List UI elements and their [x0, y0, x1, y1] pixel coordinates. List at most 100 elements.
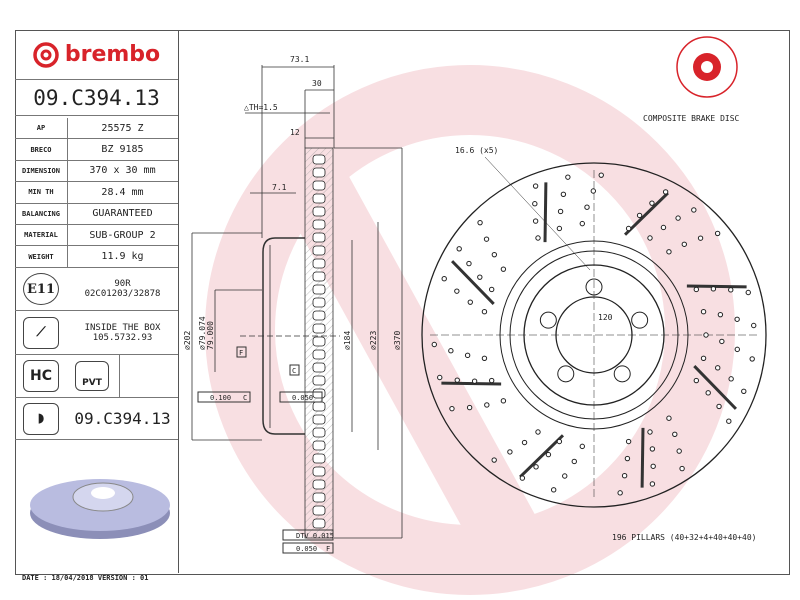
spec-value: 28.4 mm — [101, 186, 144, 198]
slot — [693, 364, 737, 410]
approval-code: 90R — [114, 279, 131, 289]
drill-hole — [700, 309, 707, 315]
spec-value: 25575 Z — [101, 122, 144, 134]
vane — [312, 206, 326, 217]
drill-hole — [734, 316, 740, 322]
drill-hole — [579, 443, 585, 450]
bolt-hole — [631, 311, 649, 329]
datum-f: F — [239, 349, 243, 357]
vane — [312, 388, 326, 399]
spec-row: AP 25575 Z — [15, 118, 178, 140]
drill-hole — [477, 274, 483, 280]
spec-label: AP — [15, 118, 68, 139]
spec-value: 11.9 kg — [101, 251, 144, 263]
drill-hole — [693, 286, 700, 293]
drill-hole — [521, 439, 528, 446]
drill-hole — [532, 201, 538, 207]
vane — [312, 336, 326, 347]
badges-row: HC PVT — [15, 355, 178, 398]
slot — [686, 284, 747, 289]
drill-hole — [726, 418, 732, 424]
drill-hole — [448, 348, 454, 354]
vane — [312, 479, 326, 490]
drill-hole — [532, 218, 539, 224]
drill-hole — [672, 431, 678, 437]
drill-hole — [467, 299, 473, 305]
vane — [312, 427, 326, 438]
drill-hole — [666, 249, 672, 255]
drill-hole — [466, 260, 472, 267]
drill-hole — [717, 311, 724, 318]
spec-row: BRECO BZ 9185 — [15, 139, 178, 161]
drill-hole — [675, 215, 681, 221]
drill-hole — [481, 309, 488, 315]
tolerance-dtv: DTV 0.015 — [296, 532, 334, 540]
datum-c: C — [292, 367, 296, 375]
dim-pcd: 120 — [598, 313, 613, 322]
drill-hole — [660, 224, 667, 231]
vane — [312, 154, 326, 165]
drill-hole — [584, 204, 590, 210]
drill-hole — [545, 451, 552, 458]
drill-hole — [477, 219, 483, 226]
part-number-row: 09.C394.13 — [15, 80, 178, 116]
vane — [312, 362, 326, 373]
drill-hole — [454, 377, 460, 383]
vane — [312, 284, 326, 295]
spec-row: MIN TH 28.4 mm — [15, 182, 178, 204]
spec-label: BALANCING — [15, 203, 68, 224]
hc-badge: HC — [23, 360, 59, 392]
drill-hole — [507, 449, 513, 455]
screw-part-number: 105.5732.93 — [92, 332, 153, 343]
drill-hole — [710, 286, 717, 292]
spec-label: BRECO — [15, 139, 68, 160]
vane — [312, 258, 326, 269]
dim-bolt-holes: 16.6 (x5) — [455, 146, 498, 155]
drill-hole — [697, 235, 704, 241]
drill-hole — [679, 465, 685, 472]
drill-hole — [751, 322, 757, 329]
spec-value: BZ 9185 — [101, 144, 144, 156]
drill-hole — [728, 287, 734, 293]
drill-hole — [571, 458, 577, 465]
vane — [312, 310, 326, 321]
spec-label: WEIGHT — [15, 246, 68, 267]
composite-disc-icon — [676, 36, 738, 98]
vane — [312, 466, 326, 477]
drill-hole — [625, 225, 632, 232]
slot — [451, 260, 495, 306]
dim-vane: 12 — [290, 128, 300, 137]
drill-hole — [437, 374, 443, 381]
spec-value: 370 x 30 mm — [89, 165, 156, 177]
slot — [519, 434, 565, 478]
slot — [543, 182, 548, 243]
drill-hole — [666, 415, 672, 421]
drill-hole — [562, 473, 568, 479]
drill-hole — [550, 487, 557, 493]
drill-hole — [533, 464, 539, 470]
drill-hole — [456, 246, 462, 252]
drill-hole — [715, 365, 721, 371]
spec-label: MIN TH — [15, 182, 68, 203]
spec-value: SUB-GROUP 2 — [89, 229, 156, 241]
drill-hole — [749, 356, 755, 362]
tolerance-flatness: 0.050 — [292, 394, 313, 402]
drill-hole — [464, 352, 471, 359]
vane — [312, 414, 326, 425]
drill-hole — [617, 490, 623, 496]
tolerance-ref-c: C — [243, 394, 247, 402]
drill-hole — [491, 457, 497, 463]
drill-hole — [719, 338, 725, 345]
drill-hole — [625, 438, 632, 445]
spec-row: WEIGHT 11.9 kg — [15, 246, 178, 268]
dim-thickness: 30 — [312, 79, 322, 88]
vane — [312, 297, 326, 308]
drill-hole — [481, 355, 488, 361]
drill-hole — [471, 378, 478, 384]
drill-hole — [649, 446, 656, 452]
vane — [312, 492, 326, 503]
drill-hole — [488, 377, 495, 384]
